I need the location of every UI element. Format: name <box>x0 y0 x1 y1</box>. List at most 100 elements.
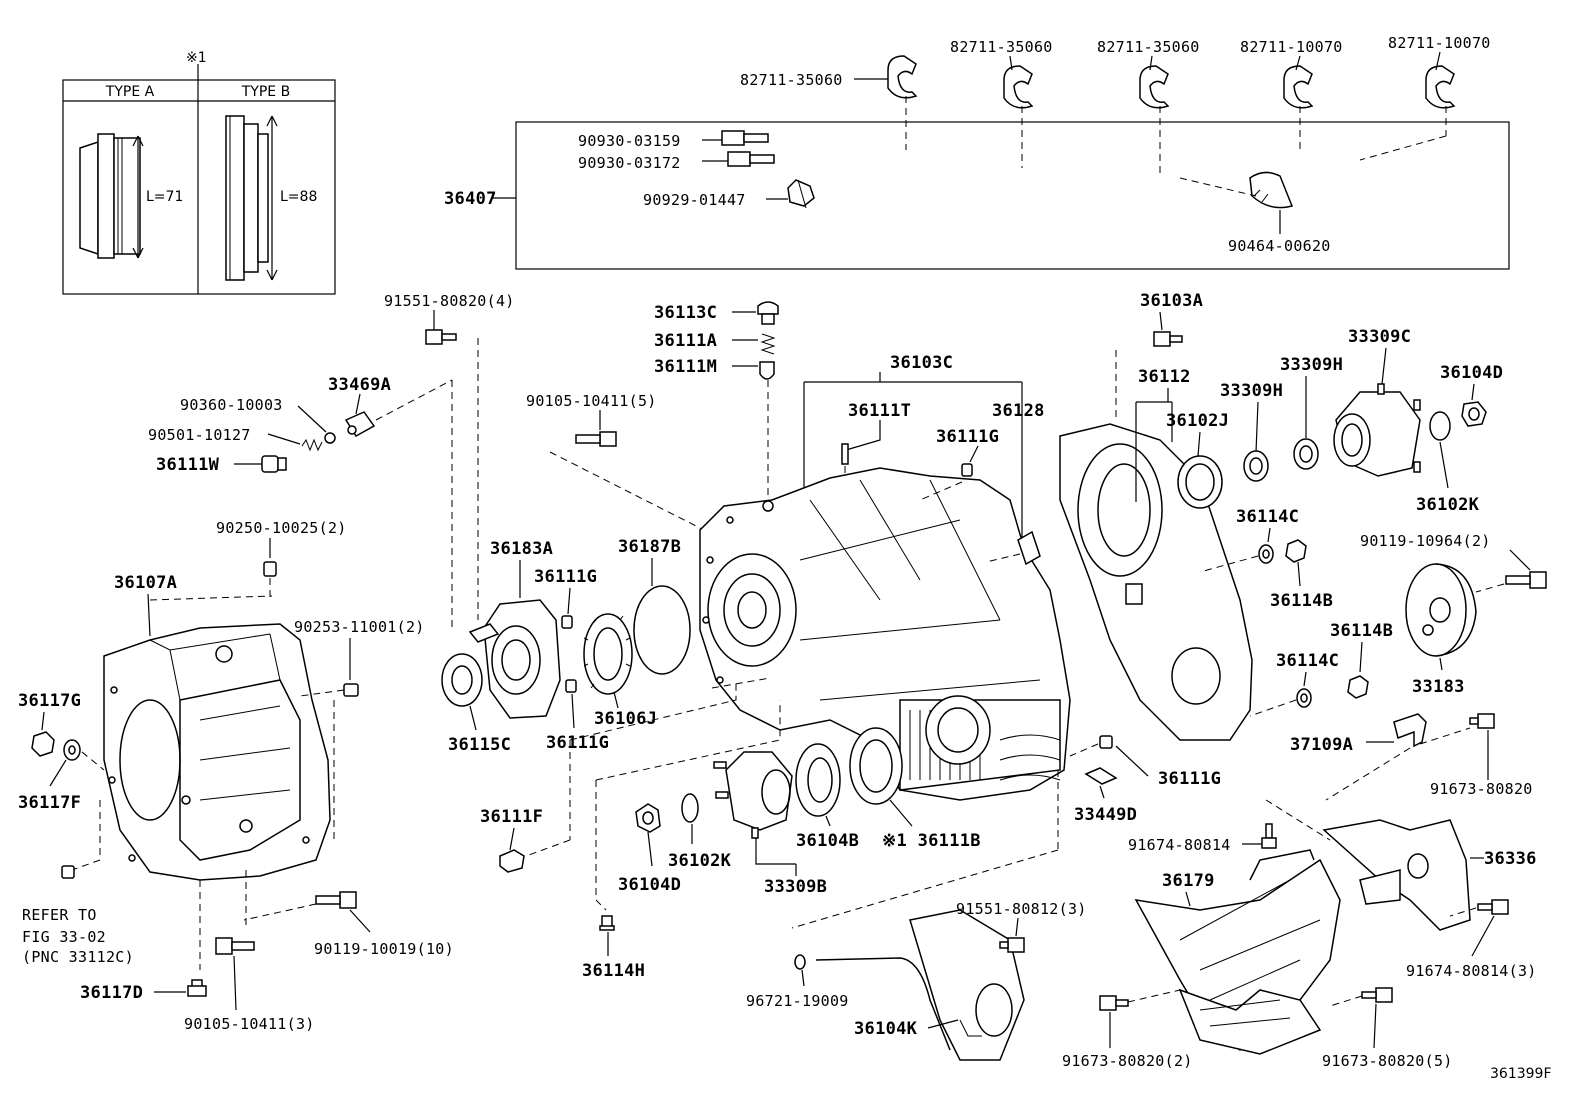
label-33183: 33183 <box>1412 677 1465 697</box>
bolt-36114B-b <box>1347 675 1369 699</box>
label-91551-80820: 91551-80820(4) <box>384 292 515 310</box>
label-82711-35060-b: 82711-35060 <box>950 38 1053 56</box>
label-36107A: 36107A <box>114 573 177 593</box>
union-90930-03159 <box>721 130 769 146</box>
washer-36114C-b <box>1296 688 1312 708</box>
union-90930-03172 <box>727 151 775 167</box>
seal-36115C <box>441 653 483 707</box>
protector-36336 <box>1322 819 1471 931</box>
label-36113C: 36113C <box>654 303 717 323</box>
ball-90360-10003 <box>324 432 336 444</box>
dowel-36111G-right <box>1099 735 1113 749</box>
bolt-36103A <box>1153 331 1183 347</box>
label-33449D: 33449D <box>1074 805 1137 825</box>
label-36102K-mid: 36102K <box>668 851 732 871</box>
label-90464-00620: 90464-00620 <box>1228 237 1331 255</box>
clamp-82711-10070-b <box>1425 65 1456 109</box>
bolt-91673-80820-2 <box>1099 995 1129 1011</box>
label-36114B-b: 36114B <box>1330 621 1393 641</box>
label-36104K: 36104K <box>854 1019 918 1039</box>
label-90105-10411-5: 90105-10411(5) <box>526 392 657 410</box>
pin-90250-10025 <box>263 561 277 577</box>
type-b-title: TYPE B <box>241 84 290 100</box>
label-36115C: 36115C <box>448 735 511 755</box>
label-36103A: 36103A <box>1140 291 1203 311</box>
label-91673-80820-2: 91673-80820(2) <box>1062 1052 1193 1070</box>
label-36111G-right: 36111G <box>1158 769 1221 789</box>
label-33309B: 33309B <box>764 877 827 897</box>
pin-36111T <box>841 443 849 465</box>
label-96721-19009: 96721-19009 <box>746 992 849 1010</box>
label-36128: 36128 <box>992 401 1045 421</box>
bracket-37109A <box>1393 713 1427 748</box>
label-91673-80820-r: 91673-80820 <box>1430 780 1533 798</box>
bolt-90119-10964 <box>1505 571 1547 589</box>
label-36179: 36179 <box>1162 871 1215 891</box>
label-33309C: 33309C <box>1348 327 1411 347</box>
flange-33309C <box>1333 383 1421 477</box>
bolt-36114H <box>599 915 615 931</box>
label-90930-03172: 90930-03172 <box>578 154 681 172</box>
tube-36104K <box>815 909 1025 1061</box>
label-36111G-mid: 36111G <box>534 567 597 587</box>
label-91551-80812: 91551-80812(3) <box>956 900 1087 918</box>
diagram-id: 361399F <box>1490 1066 1552 1082</box>
label-91674-80814-3: 91674-80814(3) <box>1406 962 1537 980</box>
refer-line-3: (PNC 33112C) <box>22 948 134 966</box>
plug-36111F <box>499 849 525 873</box>
label-33309H-a: 33309H <box>1220 381 1283 401</box>
bolt-91673-80820-r <box>1469 713 1495 729</box>
flange-33309B <box>713 751 793 839</box>
bolt-91674-80814-3 <box>1477 899 1509 915</box>
type-b-seal-drawing <box>225 115 278 281</box>
spring-36111A <box>760 333 776 355</box>
breather-hose-assembly: 36407 90930-03159 90930-03172 90 <box>444 121 1510 270</box>
pin-refer <box>61 865 75 879</box>
label-90360-10003: 90360-10003 <box>180 396 283 414</box>
hose-clamps <box>887 55 1456 176</box>
nut-36104D-mid <box>635 803 661 833</box>
label-90930-03159: 90930-03159 <box>578 132 681 150</box>
bolt-90119-10019 <box>315 891 357 909</box>
rear-cover-36103A <box>1059 423 1253 741</box>
label-37109A: 37109A <box>1290 735 1353 755</box>
label-36104D-right: 36104D <box>1440 363 1503 383</box>
seal-33309H-a <box>1243 450 1269 482</box>
label-36104D-mid: 36104D <box>618 875 681 895</box>
label-36111T: 36111T <box>848 401 911 421</box>
pin-90253-11001 <box>343 683 359 697</box>
clip-90929-01447 <box>787 179 815 209</box>
plug-36117G <box>31 731 55 757</box>
seal-36104B <box>795 743 841 817</box>
label-82711-10070-a: 82711-10070 <box>1240 38 1343 56</box>
label-36114H: 36114H <box>582 961 645 981</box>
label-36111G-low: 36111G <box>546 733 609 753</box>
plate-36128 <box>1017 530 1041 566</box>
bracket-33183 <box>1405 563 1477 657</box>
spring-90501-10127 <box>301 438 323 452</box>
label-36104B: 36104B <box>796 831 859 851</box>
type-a-seal-drawing <box>79 133 144 259</box>
label-90253-11001: 90253-11001(2) <box>294 618 425 636</box>
dowel-36111G-top <box>961 463 973 477</box>
label-90119-10964: 90119-10964(2) <box>1360 532 1491 550</box>
protector-36179 <box>1134 849 1341 1055</box>
gasket-36117F <box>63 739 81 761</box>
bolt-91551-80812 <box>999 937 1025 953</box>
clamp-82711-35060-c <box>1139 65 1170 109</box>
label-33309H-b: 33309H <box>1280 355 1343 375</box>
label-90250-10025: 90250-10025(2) <box>216 519 347 537</box>
gear-36106J <box>583 613 633 695</box>
label-82711-10070-b: 82711-10070 <box>1388 34 1491 52</box>
bolt-90105-10411 <box>575 431 617 447</box>
plug-36111W <box>261 455 287 473</box>
refer-line-2: FIG 33-02 <box>22 928 106 946</box>
ball-36111M <box>759 361 775 380</box>
label-36111M: 36111M <box>654 357 717 377</box>
label-36102K-right: 36102K <box>1416 495 1480 515</box>
label-36111A: 36111A <box>654 331 717 351</box>
plate-33449D <box>1084 767 1118 785</box>
type-inset: ※1 TYPE A TYPE B L=71 L=88 <box>62 50 336 295</box>
label-36111F: 36111F <box>480 807 543 827</box>
clamp-82711-35060-a <box>887 55 918 99</box>
